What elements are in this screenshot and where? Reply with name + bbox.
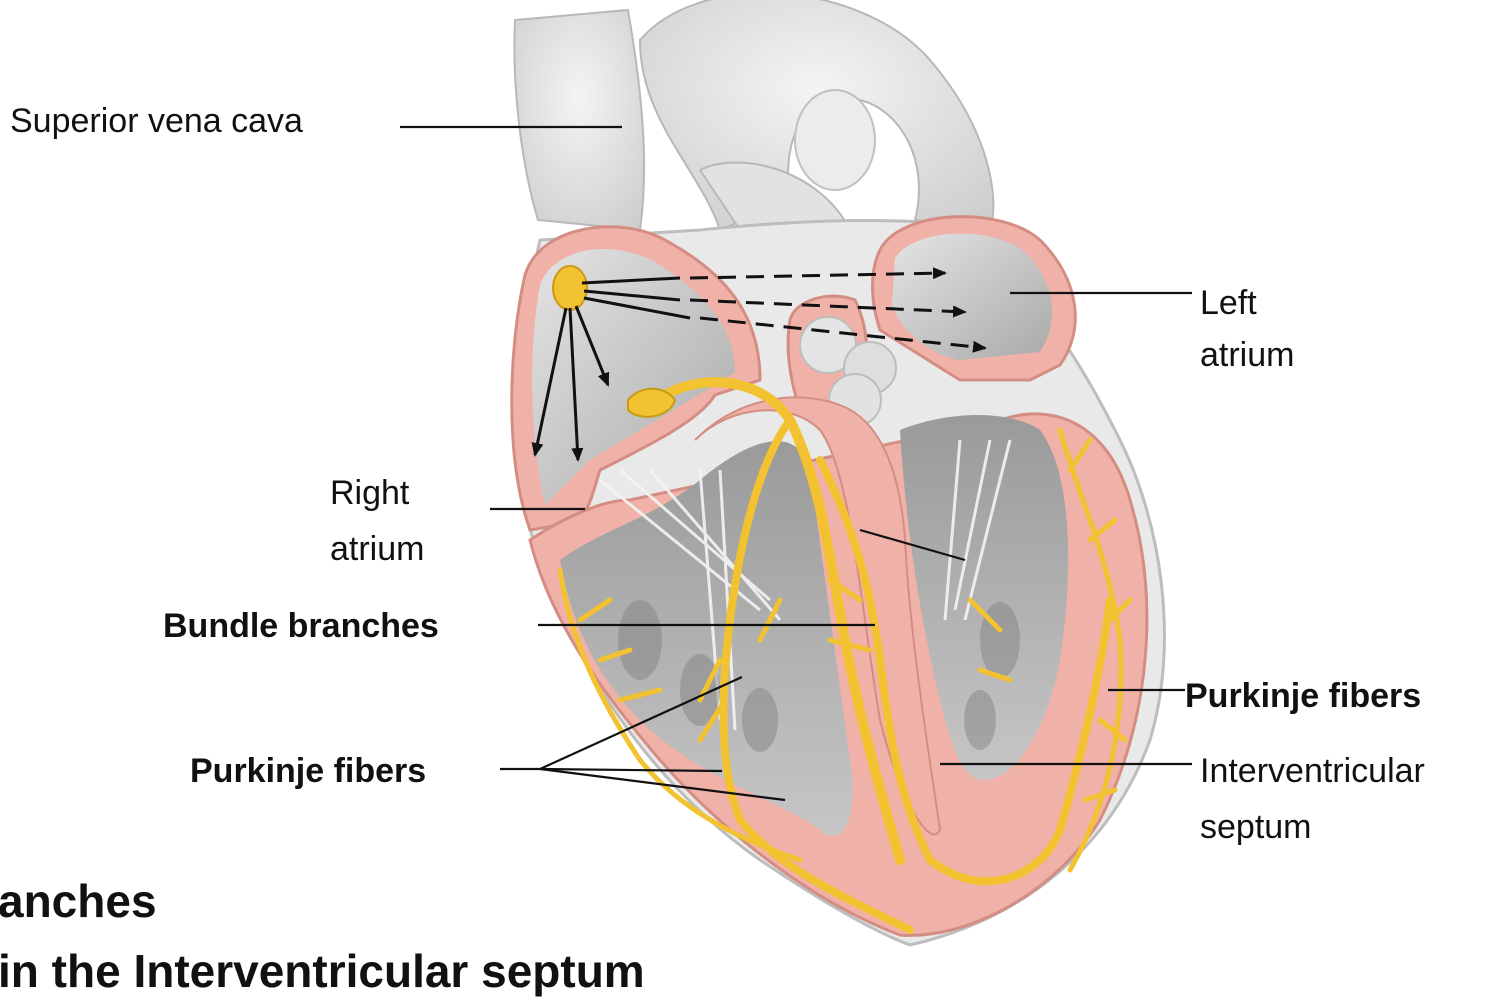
superior-vena-cava-vessel: [514, 10, 644, 230]
sa-node: [553, 266, 587, 310]
slide-heading-fragment: anches: [0, 876, 157, 926]
label-purkinje-fibers-right: Purkinje fibers: [1185, 677, 1421, 715]
label-interventricular-line1: Interventricular: [1200, 752, 1425, 790]
label-right-atrium-line1: Right: [330, 474, 409, 512]
slide-body-fragment: in the Interventricular septum: [0, 946, 645, 996]
label-left-atrium-line1: Left: [1200, 284, 1257, 322]
label-interventricular-line2: septum: [1200, 808, 1312, 846]
label-purkinje-fibers-left: Purkinje fibers: [190, 752, 426, 790]
label-left-atrium-line2: atrium: [1200, 336, 1294, 374]
label-superior-vena-cava: Superior vena cava: [10, 102, 303, 140]
label-bundle-branches: Bundle branches: [163, 607, 439, 645]
label-right-atrium-line2: atrium: [330, 530, 424, 568]
